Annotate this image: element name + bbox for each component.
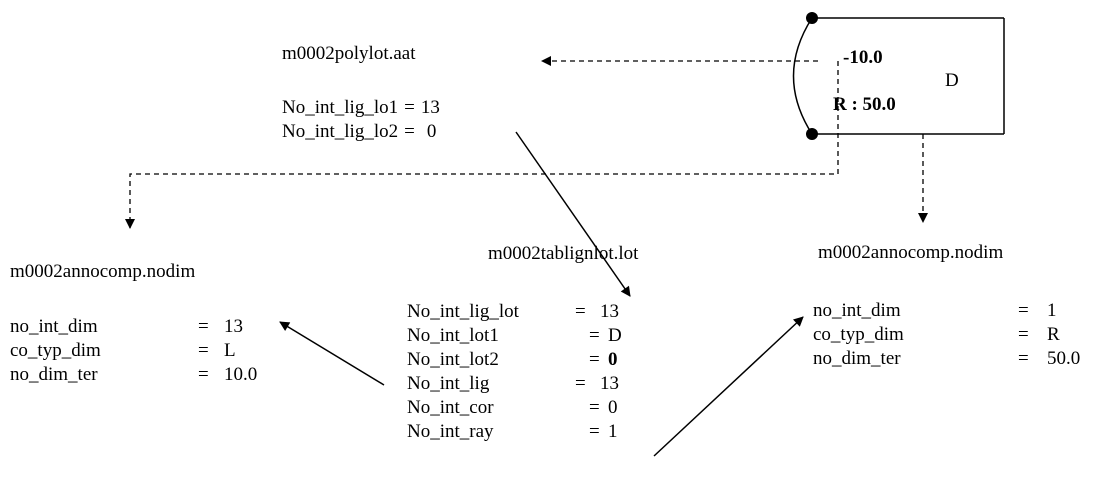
- curved-edge: [792, 17, 813, 135]
- table-row: No_int_cor = 0: [407, 396, 622, 420]
- field-name: No_int_cor: [407, 397, 494, 418]
- field-name: co_typ_dim: [10, 340, 101, 361]
- field-name: No_int_lig_lo1: [282, 97, 399, 118]
- field-value: 50.0: [1047, 348, 1081, 369]
- lot-label: D: [945, 70, 959, 91]
- equals-sign: =: [589, 349, 600, 370]
- field-value: 0: [608, 349, 618, 370]
- equals-sign: =: [198, 364, 209, 385]
- field-name: No_int_ray: [407, 421, 494, 442]
- equals-sign: =: [404, 97, 415, 118]
- table-row: No_int_ray = 1: [407, 420, 622, 444]
- table-row: no_dim_ter = 50.0: [813, 347, 1080, 371]
- field-name: no_int_dim: [10, 316, 98, 337]
- field-name: No_int_lot2: [407, 349, 499, 370]
- lot-shape: [792, 12, 1005, 140]
- table-row: No_int_lig_lo1 = 13: [282, 96, 440, 120]
- field-name: co_typ_dim: [813, 324, 904, 345]
- table-row: co_typ_dim = L: [10, 339, 257, 363]
- equals-sign: =: [575, 373, 586, 394]
- arrow-polylot-to-tablignlot: [515, 131, 631, 297]
- annocomp-right-fields: no_int_dim = 1 co_typ_dim = R no_dim_ter…: [813, 299, 1080, 371]
- equals-sign: =: [575, 301, 586, 322]
- equals-sign: =: [198, 340, 209, 361]
- field-value: 0: [426, 121, 437, 142]
- field-name: No_int_lot1: [407, 325, 499, 346]
- annocomp-left-fields: no_int_dim = 13 co_typ_dim = L no_dim_te…: [10, 315, 257, 387]
- lot-dim-radius: R : 50.0: [833, 94, 896, 115]
- table-row: No_int_lig_lot = 13: [407, 300, 622, 324]
- vertex-bottom: [806, 128, 818, 140]
- equals-sign: =: [404, 121, 415, 142]
- field-value: 1: [608, 421, 618, 442]
- tablignlot-title: m0002tablignlot.lot: [488, 243, 639, 264]
- polylot-fields: No_int_lig_lo1 = 13 No_int_lig_lo2 = 0: [282, 96, 440, 144]
- table-row: No_int_lot2 = 0: [407, 348, 622, 372]
- field-value: 1: [1047, 300, 1057, 321]
- dashed-arrow-to-annocomp-left: [125, 61, 839, 229]
- field-value: 10.0: [224, 364, 258, 385]
- lot-dim-length: -10.0: [843, 47, 883, 68]
- field-value: R: [1047, 324, 1060, 345]
- annocomp-right-title: m0002annocomp.nodim: [818, 242, 1004, 263]
- table-row: No_int_lig_lo2 = 0: [282, 120, 440, 144]
- table-row: no_int_dim = 1: [813, 299, 1080, 323]
- field-value: 13: [420, 97, 440, 118]
- field-value: L: [224, 340, 236, 361]
- field-name: no_int_dim: [813, 300, 901, 321]
- polylot-title: m0002polylot.aat: [282, 43, 416, 64]
- equals-sign: =: [589, 397, 600, 418]
- table-row: no_dim_ter = 10.0: [10, 363, 257, 387]
- tablignlot-fields: No_int_lig_lot = 13 No_int_lot1 = D No_i…: [407, 300, 622, 444]
- field-name: no_dim_ter: [10, 364, 98, 385]
- field-value: 0: [608, 397, 618, 418]
- field-value: 13: [224, 316, 243, 337]
- field-name: No_int_lig_lo2: [282, 121, 399, 142]
- arrow-to-annocomp-right: [653, 316, 804, 457]
- field-value: 13: [600, 373, 619, 394]
- table-row: no_int_dim = 13: [10, 315, 257, 339]
- equals-sign: =: [1018, 348, 1029, 369]
- field-name: no_dim_ter: [813, 348, 901, 369]
- table-row: No_int_lot1 = D: [407, 324, 622, 348]
- equals-sign: =: [1018, 324, 1029, 345]
- equals-sign: =: [1018, 300, 1029, 321]
- table-row: co_typ_dim = R: [813, 323, 1080, 347]
- table-row: No_int_lig = 13: [407, 372, 622, 396]
- field-name: No_int_lig_lot: [407, 301, 519, 322]
- vertex-top: [806, 12, 818, 24]
- field-value: 13: [600, 301, 619, 322]
- field-name: No_int_lig: [407, 373, 490, 394]
- field-value: D: [608, 325, 622, 346]
- equals-sign: =: [589, 325, 600, 346]
- arrow-to-annocomp-left: [279, 321, 385, 386]
- equals-sign: =: [198, 316, 209, 337]
- annocomp-left-title: m0002annocomp.nodim: [10, 261, 196, 282]
- equals-sign: =: [589, 421, 600, 442]
